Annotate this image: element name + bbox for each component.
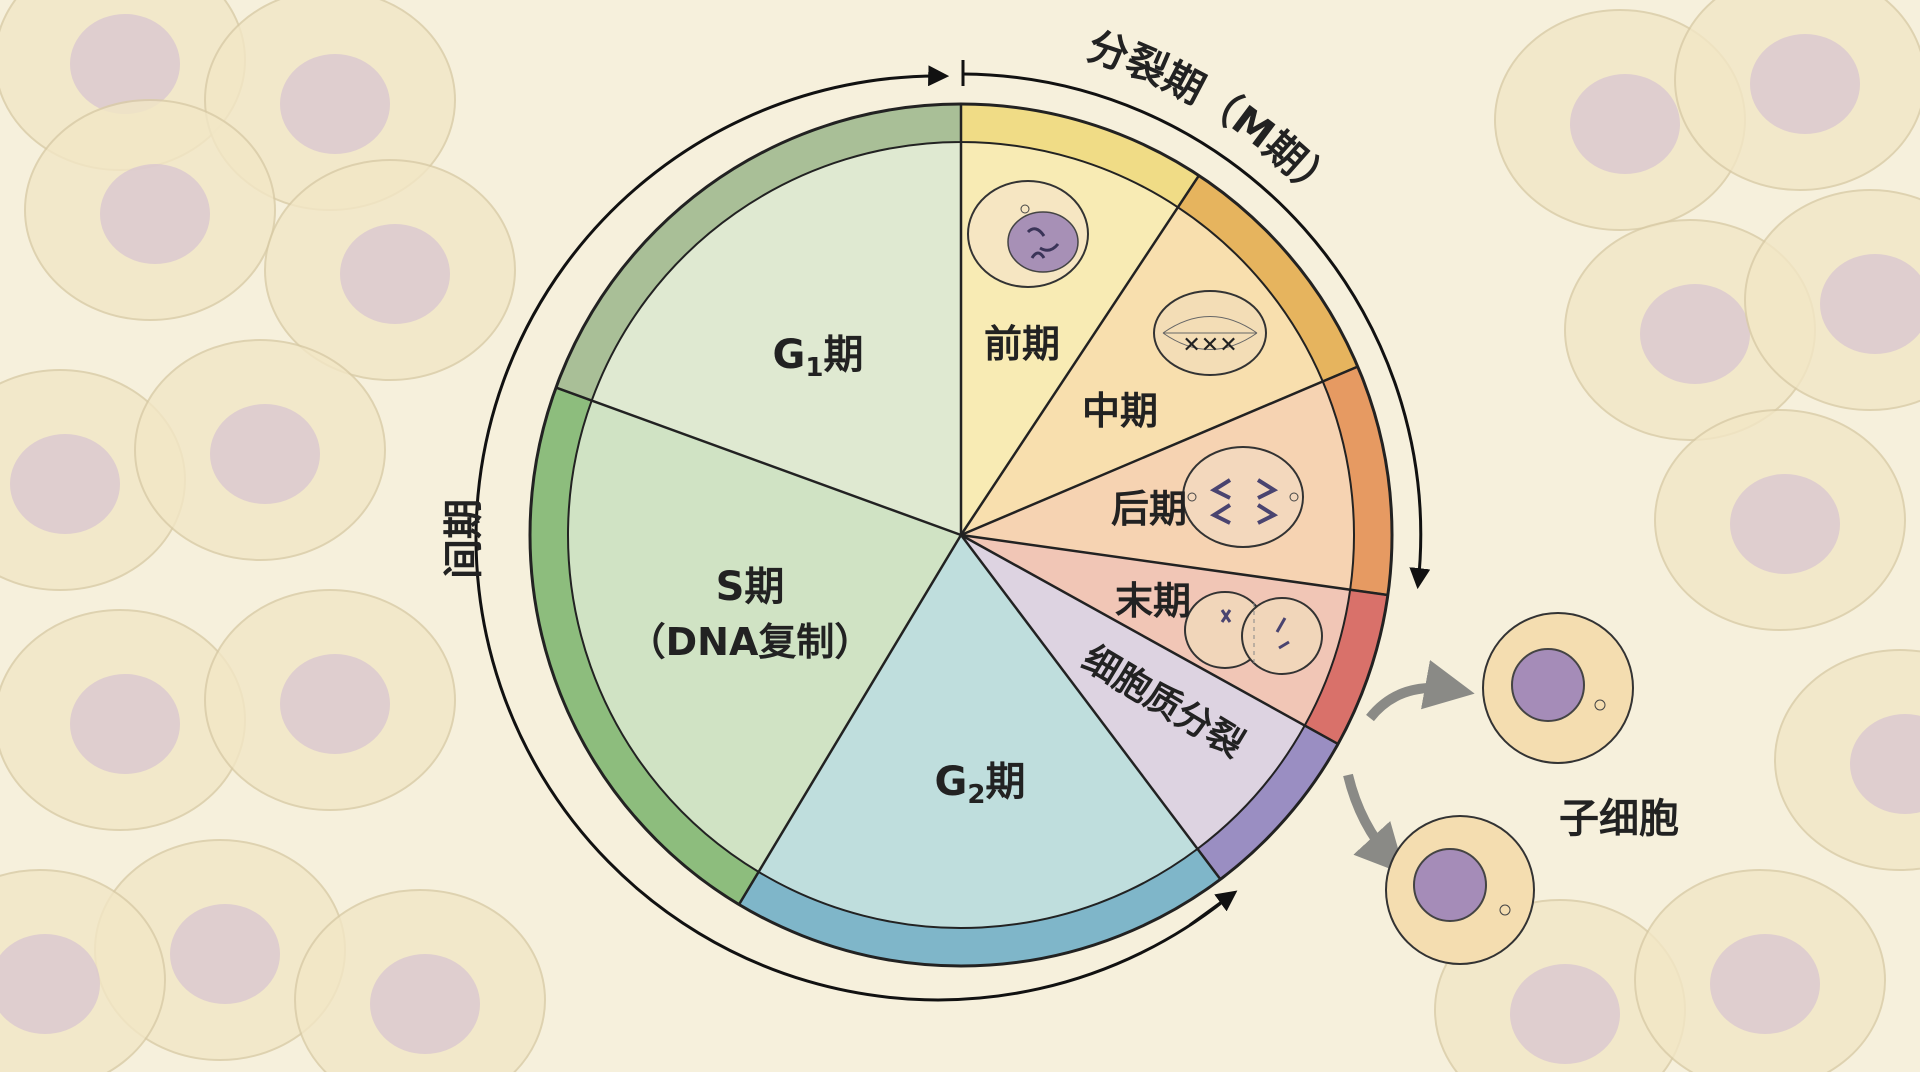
divider-line — [960, 365, 1359, 537]
mitosis-arrow — [962, 72, 1431, 590]
interphase-label: 间期 — [441, 499, 487, 579]
background-cell-nucleus — [70, 674, 180, 774]
g1-label: G1期 — [773, 332, 864, 383]
g2-wedge — [739, 535, 1221, 966]
cycle-outer-band — [529, 102, 1393, 967]
g2-label: G2期 — [935, 759, 1026, 810]
s-phase-sublabel: （DNA复制） — [628, 620, 873, 664]
anaphase-label: 后期 — [1111, 487, 1187, 531]
divider-line — [960, 533, 1388, 597]
background-cell-nucleus — [1750, 34, 1860, 134]
background-cell-nucleus — [1510, 964, 1620, 1064]
background-cell-nucleus — [1850, 714, 1920, 814]
metaphase-label: 中期 — [1082, 389, 1158, 433]
metaphase-cell-illustration: ✕✕✕ — [1153, 290, 1267, 376]
background-cell-nucleus — [1640, 284, 1750, 384]
background-cell-nucleus — [170, 904, 280, 1004]
background-cell-nucleus — [340, 224, 450, 324]
background-cell — [1774, 649, 1920, 871]
divider-line — [960, 533, 1339, 746]
telophase-wedge — [961, 535, 1388, 744]
arrow-to-daughter-cell-2 — [1343, 773, 1406, 875]
g1-wedge — [555, 104, 961, 535]
background-cell-nucleus — [280, 54, 390, 154]
svg-text:✕✕✕: ✕✕✕ — [1182, 333, 1237, 358]
daughter-cell-2 — [1385, 815, 1535, 965]
arrow-to-daughter-cell-1 — [1366, 660, 1475, 722]
prophase-cell-illustration — [967, 180, 1089, 288]
interphase-arrow — [474, 65, 1226, 1002]
telophase-label: 末期 — [1115, 579, 1191, 623]
divider-line — [555, 386, 962, 537]
background-cell-nucleus — [370, 954, 480, 1054]
anaphase-cell-illustration — [1182, 446, 1304, 548]
prophase-label: 前期 — [984, 322, 1060, 366]
background-cell-nucleus — [210, 404, 320, 504]
interphase-arrow-end — [1189, 890, 1238, 927]
background-cell-nucleus — [10, 434, 120, 534]
background-cell-nucleus — [1570, 74, 1680, 174]
s-phase-label: S期 — [716, 564, 785, 610]
wedge-dividers — [528, 102, 1394, 968]
background-cell-nucleus — [1820, 254, 1920, 354]
anaphase-wedge — [961, 366, 1392, 595]
outer-rim — [528, 102, 1394, 968]
divider-line — [737, 534, 963, 906]
divider-line — [959, 174, 1200, 536]
telophase-cell-illustration — [1184, 591, 1323, 675]
cytokinesis-wedge — [961, 535, 1338, 880]
daughter-cells-label: 子细胞 — [1559, 796, 1679, 842]
background-cell-nucleus — [280, 654, 390, 754]
background-cell-nucleus — [100, 164, 210, 264]
daughter-cell-1 — [1482, 612, 1634, 764]
background-cell-nucleus — [1710, 934, 1820, 1034]
background-cell-nucleus — [1730, 474, 1840, 574]
divider-line — [960, 534, 1222, 880]
background-cell-nucleus — [0, 934, 100, 1034]
background-cell-nucleus — [70, 14, 180, 114]
